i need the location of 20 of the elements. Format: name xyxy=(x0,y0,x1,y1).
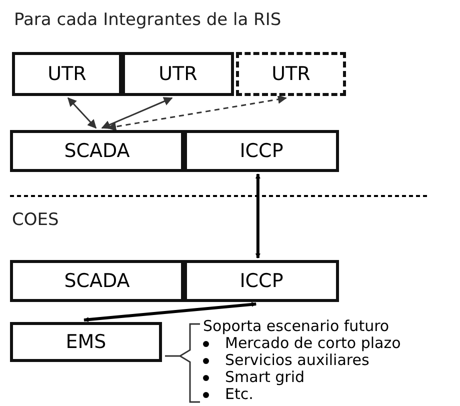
list-item: Servicios auxiliares xyxy=(225,352,370,369)
list-item: Mercado de corto plazo xyxy=(225,335,401,352)
list-heading: Soporta escenario futuro xyxy=(203,318,390,335)
diagram-title: Para cada Integrantes de la RIS xyxy=(14,9,282,32)
list-item: Etc. xyxy=(225,386,254,403)
section-label: COES xyxy=(12,209,59,232)
process-box: UTR xyxy=(12,52,122,96)
process-box: SCADA xyxy=(10,130,184,172)
arrow xyxy=(84,302,257,322)
process-box: EMS xyxy=(10,322,162,362)
process-box: ICCP xyxy=(184,260,339,302)
arrow xyxy=(255,174,260,258)
process-box: UTR xyxy=(122,52,234,96)
arrow xyxy=(68,97,97,129)
process-box: SCADA xyxy=(10,260,184,302)
list-item: Smart grid xyxy=(225,369,305,386)
arrow xyxy=(101,97,173,129)
arrow xyxy=(107,94,287,132)
dashed-box: UTR xyxy=(236,52,346,96)
process-box: ICCP xyxy=(184,130,339,172)
